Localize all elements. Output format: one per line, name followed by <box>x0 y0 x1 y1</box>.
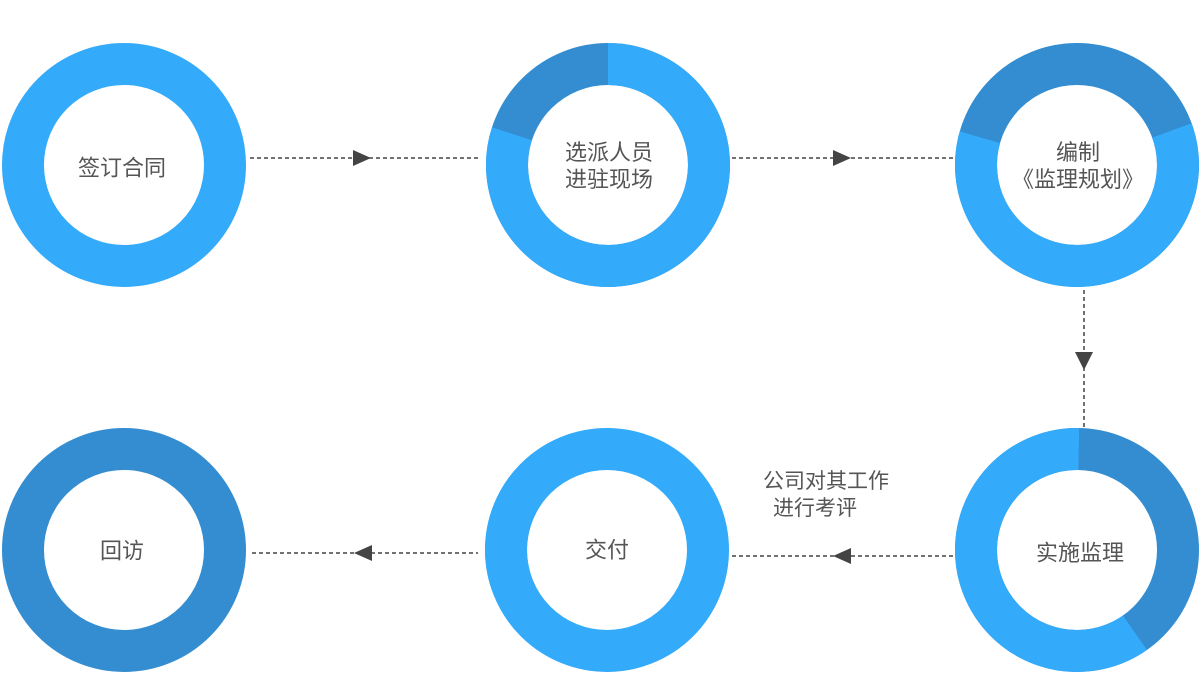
ring-segment-deliver <box>485 433 585 586</box>
arrow-left-icon <box>354 545 372 561</box>
arrow-left-icon <box>833 548 851 564</box>
arrow-right-icon <box>353 150 371 166</box>
ring-revisit <box>2 428 246 672</box>
node-label-deliver: 交付 <box>584 538 630 564</box>
arrow-down-icon <box>1075 352 1093 370</box>
ring-segment-supervise <box>955 428 1147 672</box>
ring-segment-dispatch <box>486 43 730 287</box>
ring-contract <box>2 43 246 287</box>
node-label-supervise: 实施监理 <box>1035 541 1125 567</box>
node-label-plan: 编制 《监理规划》 <box>1011 141 1145 193</box>
ring-segment-plan <box>955 123 1199 287</box>
node-label-dispatch: 选派人员 进驻现场 <box>564 141 654 193</box>
node-label-contract: 签订合同 <box>77 156 167 182</box>
node-label-revisit: 回访 <box>99 539 145 565</box>
evaluation-annotation: 公司对其工作 进行考评 <box>763 469 889 520</box>
arrow-right-icon <box>833 150 851 166</box>
